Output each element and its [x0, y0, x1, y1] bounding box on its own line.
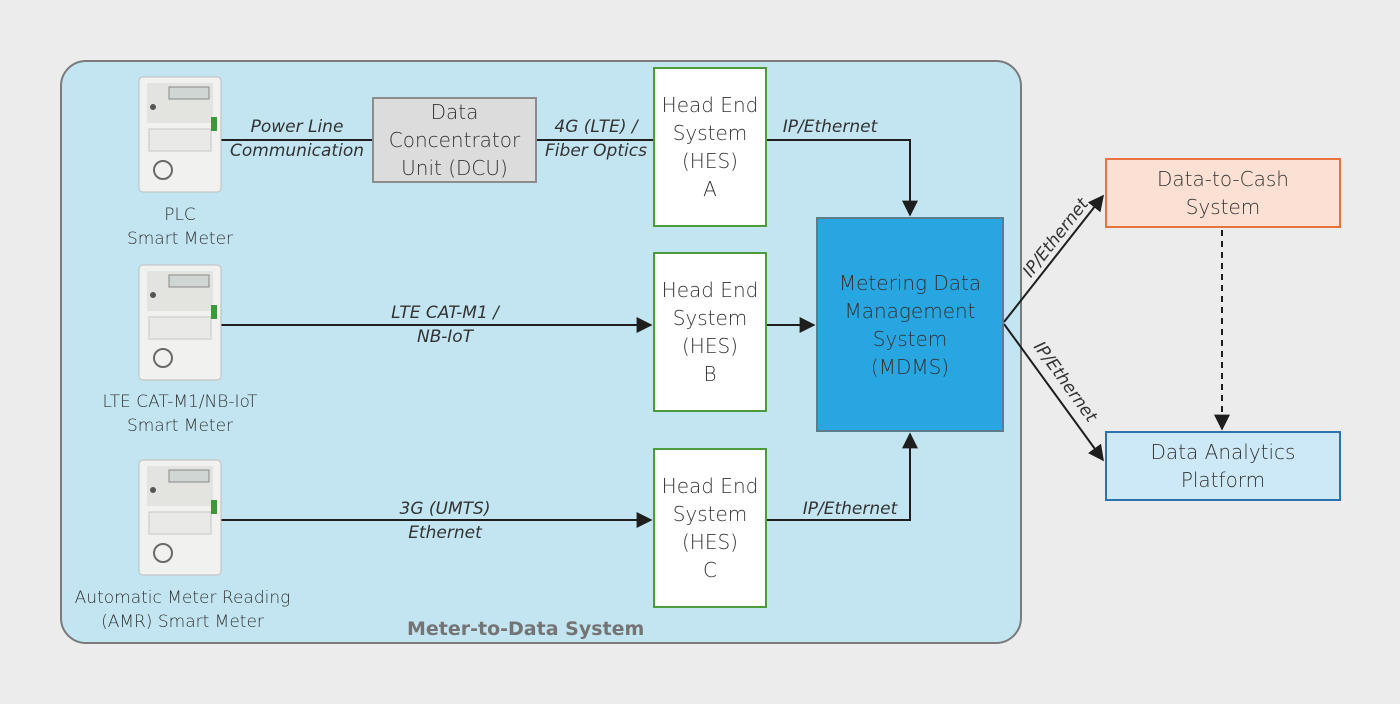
data-analytics-box[interactable]: Data Analytics Platform: [1105, 431, 1341, 501]
dcu-box[interactable]: Data Concentrator Unit (DCU): [372, 97, 537, 183]
lte-link-label: LTE CAT-M1 / NB-IoT: [391, 303, 499, 347]
plc-meter-caption: PLC Smart Meter: [126, 205, 234, 249]
lte-meter-icon: [138, 264, 222, 381]
hes-c-box[interactable]: Head End System (HES) C: [653, 448, 767, 608]
hes-a-uplink-label: IP/Ethernet: [782, 117, 878, 137]
hes-b-box[interactable]: Head End System (HES) B: [653, 252, 767, 412]
mdms-box[interactable]: Metering Data Management System (MDMS): [816, 217, 1004, 432]
hes-c-uplink-label: IP/Ethernet: [802, 499, 898, 519]
lte-meter-caption: LTE CAT-M1/NB-IoT Smart Meter: [102, 392, 258, 436]
amr-meter-icon: [138, 459, 222, 576]
amr-meter-caption: Automatic Meter Reading (AMR) Smart Mete…: [74, 588, 291, 632]
plc-link-label: Power Line Communication: [230, 117, 364, 161]
dcu-uplink-label: 4G (LTE) / Fiber Optics: [545, 117, 647, 161]
hes-a-box[interactable]: Head End System (HES) A: [653, 67, 767, 227]
data-to-cash-box[interactable]: Data-to-Cash System: [1105, 158, 1341, 228]
region-title: Meter-to-Data System: [407, 618, 645, 640]
mdms-to-d2c-arrow: [1003, 194, 1104, 323]
hes-a-to-mdms-arrow: [767, 139, 918, 217]
mdms-to-dap-arrow: [1003, 323, 1104, 462]
amr-link-label: 3G (UMTS) Ethernet: [399, 499, 491, 543]
hes-c-to-mdms-arrow: [767, 432, 918, 521]
plc-meter-icon: [138, 76, 222, 193]
